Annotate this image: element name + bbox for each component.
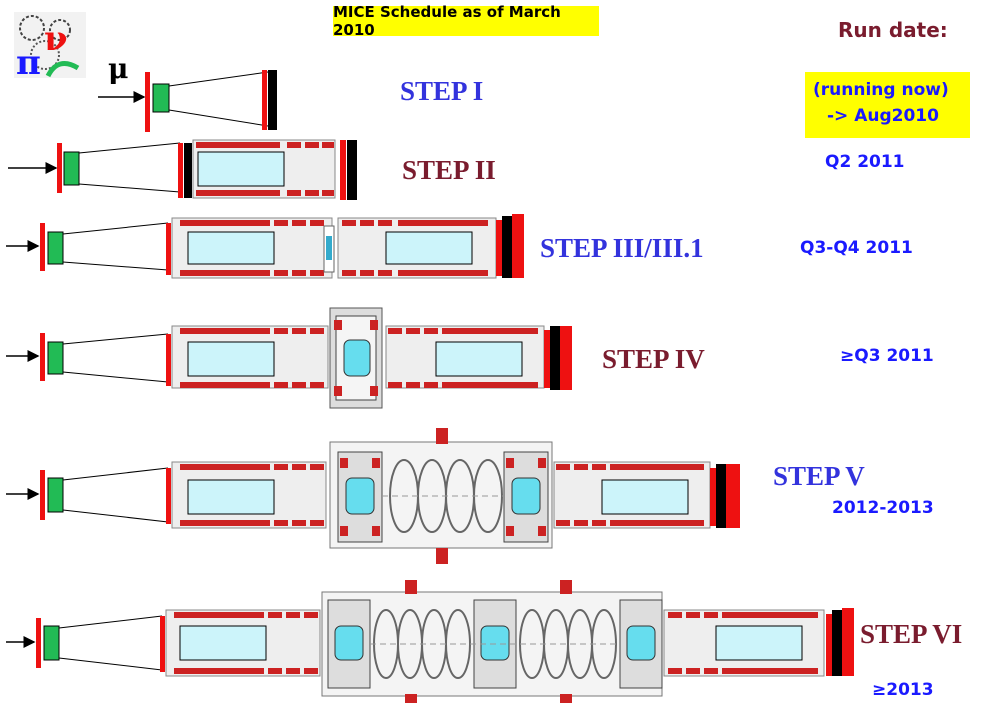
- step-4-date: ≥Q3 2011: [840, 346, 934, 366]
- muon-symbol: μ: [108, 52, 129, 85]
- step-4-layout: [6, 307, 572, 409]
- step-2-layout: [8, 139, 357, 200]
- step-3-date: Q3-Q4 2011: [800, 238, 913, 258]
- step-2-label: STEP II: [402, 155, 496, 185]
- step-6-label: STEP VI: [860, 619, 963, 649]
- step-6-layout: [6, 580, 854, 703]
- step-3-label: STEP III/III.1: [540, 233, 704, 263]
- logo-nu-symbol: ν: [44, 19, 68, 59]
- step-1-date-line-1: (running now): [813, 80, 949, 100]
- step-6-date: ≥2013: [872, 680, 934, 700]
- run-date-label: Run date:: [838, 18, 948, 42]
- mice-logo-icon: π ν: [14, 12, 86, 83]
- step-5-date: 2012-2013: [832, 498, 934, 518]
- step-5-label: STEP V: [773, 461, 865, 491]
- step-4-label: STEP IV: [602, 344, 705, 374]
- schedule-title: MICE Schedule as of March 2010: [333, 3, 599, 39]
- logo-pi-symbol: π: [16, 43, 41, 83]
- step-5-layout: [6, 428, 740, 564]
- step-2-date: Q2 2011: [825, 152, 905, 172]
- step-1-layout: [98, 70, 277, 132]
- step-1-date-highlight: (running now) -> Aug2010: [805, 72, 970, 138]
- step-1-label: STEP I: [400, 76, 484, 106]
- step-3-layout: [6, 214, 524, 279]
- step-1-date-line-2: -> Aug2010: [827, 106, 939, 126]
